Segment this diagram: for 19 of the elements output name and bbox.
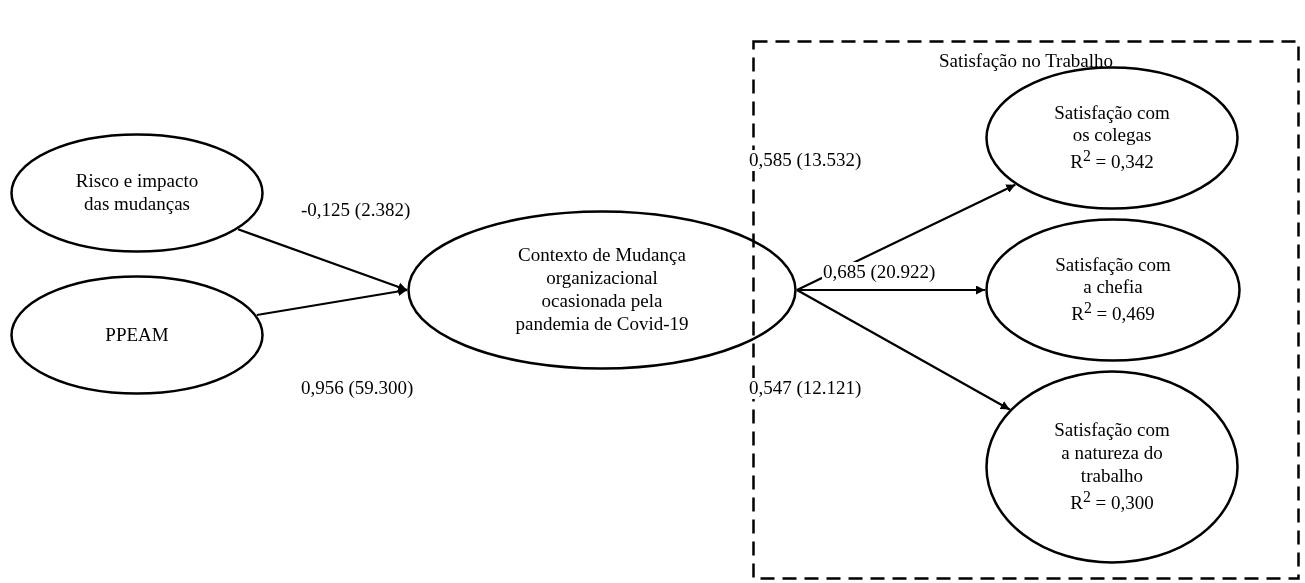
arrow (797, 285, 985, 295)
group-heading: Satisfação no Trabalho (937, 50, 1115, 72)
path-coefficient-label: 0,685 (20.922) (822, 262, 937, 283)
construct-name: Satisfação com a chefia (1054, 253, 1172, 300)
path-coefficient-label: -0,125 (2.382) (300, 200, 412, 221)
construct-name: Satisfação com os colegas (1053, 101, 1171, 148)
construct-name: PPEAM (105, 323, 169, 347)
r-squared-value: R$^{2}$ = 0,300 (1070, 487, 1154, 515)
construct-name: Contexto de Mudança organizacional ocasionada pela pandemia de Covid-19 (514, 244, 690, 336)
arrow (256, 287, 408, 317)
construct-name: Satisfação com a natureza do trabalho (1053, 419, 1171, 488)
arrow (796, 289, 1011, 411)
path-coefficient-label: 0,585 (13.532) (748, 150, 863, 171)
arrow (237, 228, 408, 292)
path-coefficient-label: 0,956 (59.300) (300, 378, 415, 399)
r-squared-value: R$^{2}$ = 0,469 (1071, 299, 1155, 327)
r-squared-value: R$^{2}$ = 0,342 (1070, 147, 1154, 175)
path-coefficient-label: 0,547 (12.121) (748, 378, 863, 399)
construct-name: Risco e impacto das mudanças (74, 170, 200, 216)
